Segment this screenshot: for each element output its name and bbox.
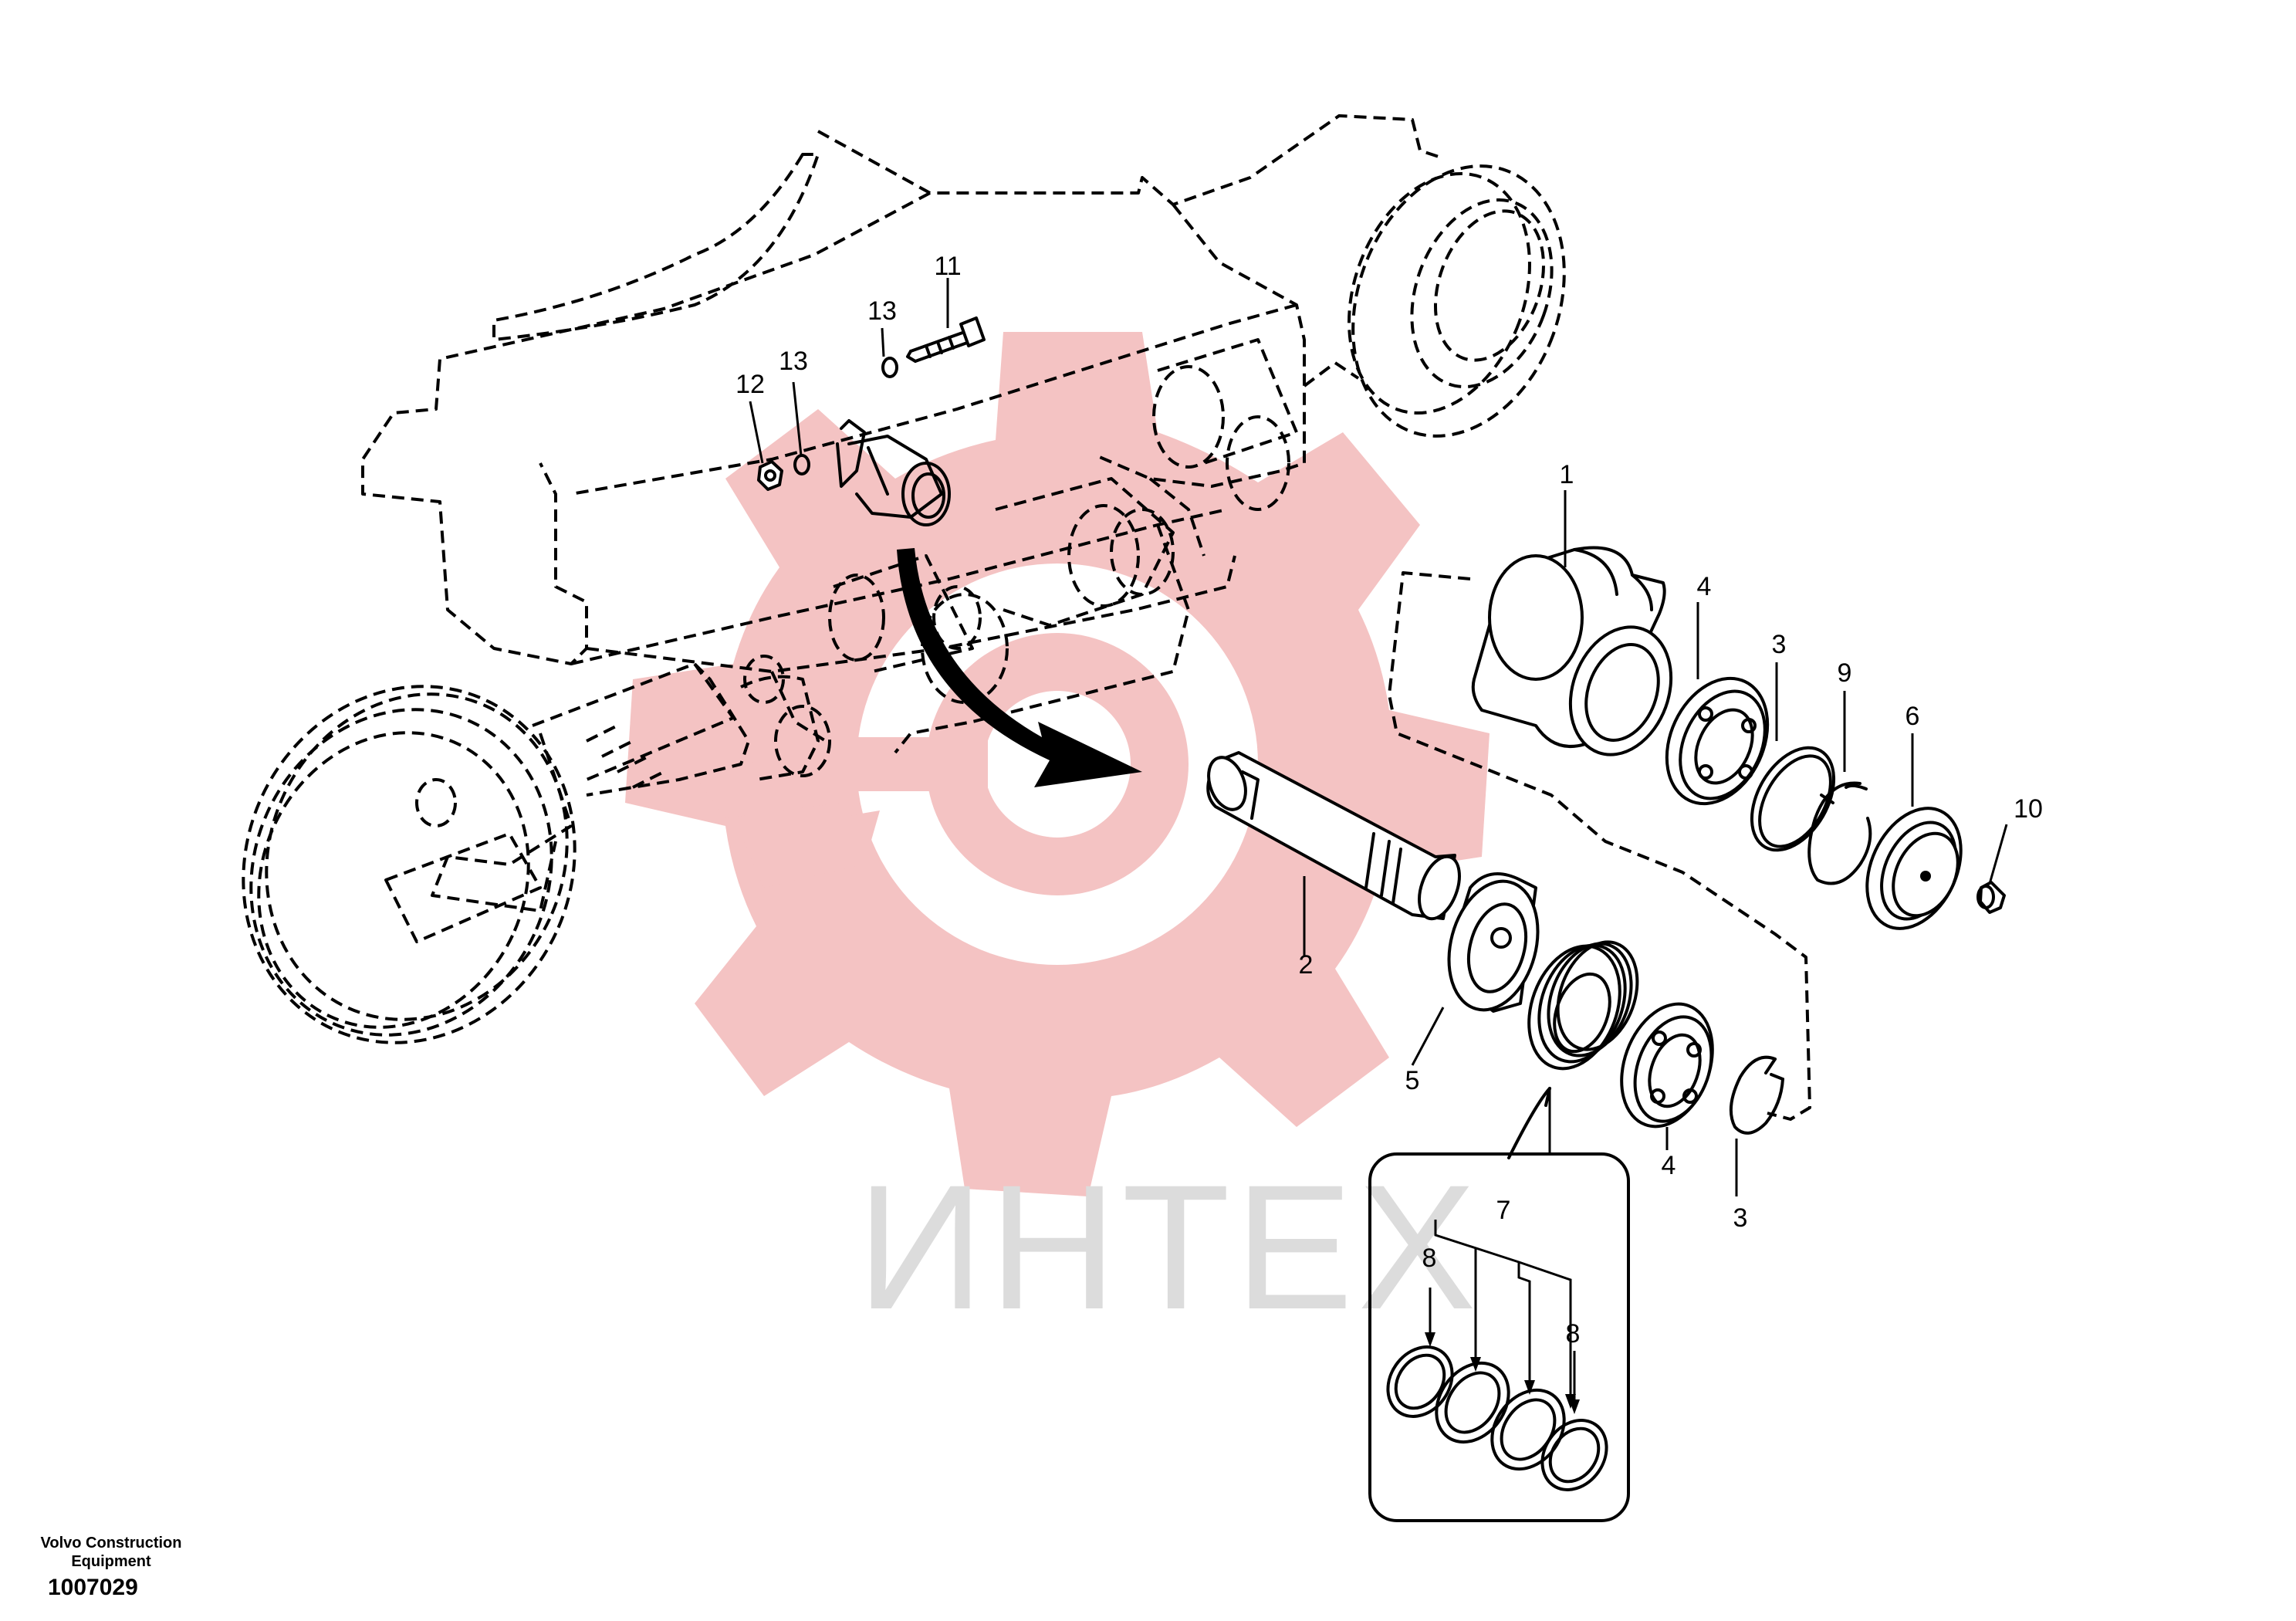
seal-ring-detail-2 [1435,1361,1510,1444]
callout-labels: 1 4 3 9 6 10 2 5 4 3 7 8 8 11 13 13 12 [735,252,2043,1349]
footer-company-line1: Volvo Construction [40,1535,182,1552]
footer-drawing-number: 1007029 [48,1575,138,1600]
callout-1: 1 [1560,460,1574,489]
callout-10: 10 [2014,794,2043,824]
direction-arrow [897,548,1142,787]
callout-4-upper: 4 [1697,572,1712,601]
bearing-part-upper [1665,676,1770,806]
callout-3-lower: 3 [1733,1203,1748,1233]
collar-part [1447,872,1540,1013]
callout-7: 7 [1496,1196,1511,1225]
callout-9: 9 [1838,658,1852,688]
seal-part [1527,940,1639,1071]
upper-roller-in-frame [836,419,951,526]
callout-5: 5 [1405,1066,1420,1095]
seal-set-leader-lines [1425,1220,1580,1414]
roller-body-part [1471,546,1673,756]
callout-12: 12 [735,370,765,399]
callout-6: 6 [1905,702,1920,731]
watermark-text: ИНТЕХ [857,1148,1481,1346]
bearing-part-lower [1620,1002,1714,1129]
assembly-boundary [1388,571,1811,1121]
bolt-part [906,316,986,363]
seal-set-detail-box [1368,1087,1630,1522]
callout-11: 11 [934,252,961,281]
callout-4-lower: 4 [1662,1151,1676,1180]
leader-lines [749,278,2008,1196]
callout-13-lower: 13 [779,347,808,376]
retaining-ring-part [1807,781,1872,885]
callout-13-upper: 13 [867,296,897,326]
callout-3-upper: 3 [1772,630,1787,659]
track-frame-outline [242,114,1566,1044]
callout-8-left: 8 [1422,1244,1437,1273]
plug-part [1976,881,2006,914]
callout-8-right: 8 [1566,1319,1581,1349]
callout-2: 2 [1299,950,1314,980]
snap-ring-part-upper [1750,746,1836,852]
footer-company-line2: Equipment [71,1553,151,1570]
seal-ring-detail-1 [1386,1345,1454,1418]
shaft-part [1206,751,1461,921]
washer-13-lower [793,454,810,475]
seal-ring-detail-3 [1490,1388,1566,1471]
snap-ring-part-lower [1729,1055,1784,1135]
washer-13-upper [881,357,898,378]
nut-part [757,460,783,491]
cover-part [1865,807,1963,930]
seal-ring-detail-4 [1540,1419,1608,1491]
